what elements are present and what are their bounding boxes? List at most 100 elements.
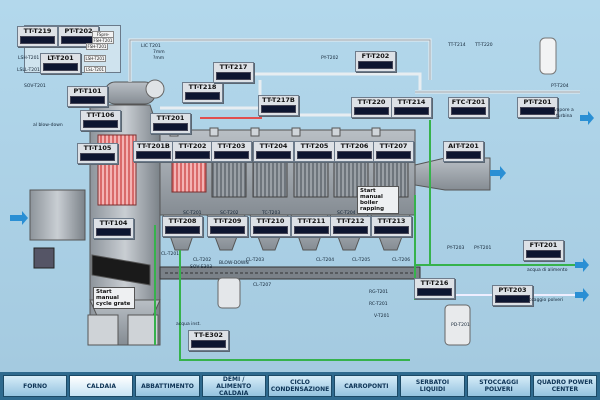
tag-tt-t201b[interactable]: TT-T201B <box>133 141 174 162</box>
tag-label: TT-T220 <box>357 98 386 106</box>
instrument-label: stoccaggio polveri <box>522 298 564 303</box>
instrument-label: V-T201 <box>374 314 390 319</box>
tag-tt-t210[interactable]: TT-T210 <box>250 216 291 237</box>
tag-ftc-t201[interactable]: FTC-T201 <box>448 97 489 118</box>
tag-value-display <box>520 107 555 115</box>
tag-label: FT-T202 <box>361 52 390 60</box>
instrument-label: CL-T207 <box>253 283 272 288</box>
tag-label: TT-T213 <box>377 217 406 225</box>
tag-tt-t106[interactable]: TT-T106 <box>80 110 121 131</box>
tag-tt-t209[interactable]: TT-T209 <box>207 216 248 237</box>
instrument-label: PD-T201 <box>451 323 470 328</box>
tag-value-display <box>394 107 429 115</box>
tag-tt-t219[interactable]: TT-T219 <box>17 26 58 47</box>
instrument-label: SC-T204 <box>337 211 356 216</box>
tag-label: LT-T201 <box>47 54 74 62</box>
tag-label: TT-T211 <box>297 217 326 225</box>
instrument-label: BLOW-DOWN <box>219 261 249 266</box>
tag-tt-t214[interactable]: TT-T214 <box>391 97 432 118</box>
tag-value-display <box>451 107 486 115</box>
tag-value-display <box>165 226 200 234</box>
tag-value-display <box>70 96 105 104</box>
tag-tt-e302[interactable]: TT-E302 <box>188 330 229 351</box>
tag-value-display <box>191 340 226 348</box>
tag-label: TT-T208 <box>168 217 197 225</box>
tag-tt-t206[interactable]: TT-T206 <box>334 141 375 162</box>
tag-label: TT-T106 <box>86 111 115 119</box>
tag-ait-t201[interactable]: AIT-T201 <box>443 141 484 162</box>
nav-carroponti-button[interactable]: CARROPONTI <box>334 375 399 397</box>
nav-forno-button[interactable]: FORNO <box>3 375 68 397</box>
tag-pt-t203[interactable]: PT-T203 <box>492 285 533 306</box>
tag-tt-t218[interactable]: TT-T218 <box>182 82 223 103</box>
instrument-label: SOV-T201 <box>24 84 46 89</box>
tag-tt-t201[interactable]: TT-T201 <box>150 113 191 134</box>
nav-quadro-button[interactable]: QUADRO POWER CENTER <box>532 375 598 397</box>
tag-label: PT-T203 <box>498 286 527 294</box>
tag-tt-t203[interactable]: TT-T203 <box>211 141 252 162</box>
nav-ciclo-button[interactable]: CICLO CONDENSAZIONE <box>267 375 333 397</box>
tag-pt-t201[interactable]: PT-T201 <box>517 97 558 118</box>
tag-tt-t104[interactable]: TT-T104 <box>93 218 134 239</box>
tag-value-display <box>333 226 368 234</box>
tag-label: TT-T203 <box>217 142 246 150</box>
instrument-label: PT-T204 <box>551 84 569 89</box>
tag-tt-t105[interactable]: TT-T105 <box>77 143 118 164</box>
tag-value-display <box>376 151 411 159</box>
instrument-label: TT-T220 <box>475 43 493 48</box>
tag-tt-t205[interactable]: TT-T205 <box>294 141 335 162</box>
tag-value-display <box>297 151 332 159</box>
nav-demi-button[interactable]: DEMI / ALIMENTO CALDAIA <box>201 375 266 397</box>
tag-lt-t201[interactable]: LT-T201 <box>40 53 81 74</box>
instrument-label: CL-T202 <box>193 258 212 263</box>
tag-tt-t220[interactable]: TT-T220 <box>351 97 392 118</box>
tag-value-display <box>337 151 372 159</box>
instrument-label: LSLL-T201 <box>17 68 40 73</box>
instrument-label: SOV-E303 <box>190 265 213 270</box>
tag-value-display <box>374 226 409 234</box>
nav-caldaia-button[interactable]: CALDAIA <box>69 375 134 397</box>
tag-label: PT-T202 <box>64 27 93 35</box>
tag-value-display <box>216 72 251 80</box>
tag-value-display <box>358 61 393 69</box>
tag-label: TT-T217 <box>219 63 248 71</box>
tag-value-display <box>175 151 210 159</box>
tag-tt-t204[interactable]: TT-T204 <box>253 141 294 162</box>
tag-value-display <box>526 250 561 258</box>
instrument-label: RG-T201 <box>369 290 389 295</box>
tag-tt-t216[interactable]: TT-T216 <box>414 278 455 299</box>
tag-value-display <box>153 123 188 131</box>
start-manual-button[interactable]: Start manual boiler rapping <box>357 186 399 214</box>
tag-value-display <box>261 105 296 113</box>
start-manual-button[interactable]: Start manual cycle grate <box>93 287 135 309</box>
tag-label: TT-T201B <box>137 142 170 150</box>
tag-label: FT-T201 <box>529 241 558 249</box>
tag-tt-t217[interactable]: TT-T217 <box>213 62 254 83</box>
tag-label: TT-T105 <box>83 144 112 152</box>
instrument-label: PY-T201 <box>474 246 492 251</box>
tag-ft-t202[interactable]: FT-T202 <box>355 51 396 72</box>
nav-abbattimento-button[interactable]: ABBATTIMENTO <box>135 375 200 397</box>
tag-tt-t211[interactable]: TT-T211 <box>291 216 332 237</box>
tag-tt-t208[interactable]: TT-T208 <box>162 216 203 237</box>
instrument-label: TT-T214 <box>448 43 466 48</box>
nav-stoccaggi-button[interactable]: STOCCAGGI POLVERI <box>466 375 531 397</box>
tag-label: TT-T217B <box>262 96 295 104</box>
tag-ft-t201[interactable]: FT-T201 <box>523 240 564 261</box>
instrument-label: TC-T203 <box>262 211 281 216</box>
tag-tt-t202[interactable]: TT-T202 <box>172 141 213 162</box>
tag-label: TT-T205 <box>300 142 329 150</box>
tag-tt-t217b[interactable]: TT-T217B <box>258 95 299 116</box>
instrument-label: turbina <box>556 114 573 119</box>
instrument-label: CL-T205 <box>352 258 371 263</box>
instrument-label: al blow-down <box>33 123 63 128</box>
tag-tt-t207[interactable]: TT-T207 <box>373 141 414 162</box>
tag-tt-t213[interactable]: TT-T213 <box>371 216 412 237</box>
tag-tt-t212[interactable]: TT-T212 <box>330 216 371 237</box>
instrument-label: PY-T203 <box>447 246 465 251</box>
tag-value-display <box>294 226 329 234</box>
nav-serbatoi-button[interactable]: SERBATOI LIQUIDI <box>400 375 465 397</box>
tag-pt-t202[interactable]: PT-T202 <box>58 26 99 47</box>
tag-pt-t101[interactable]: PT-T101 <box>67 86 108 107</box>
